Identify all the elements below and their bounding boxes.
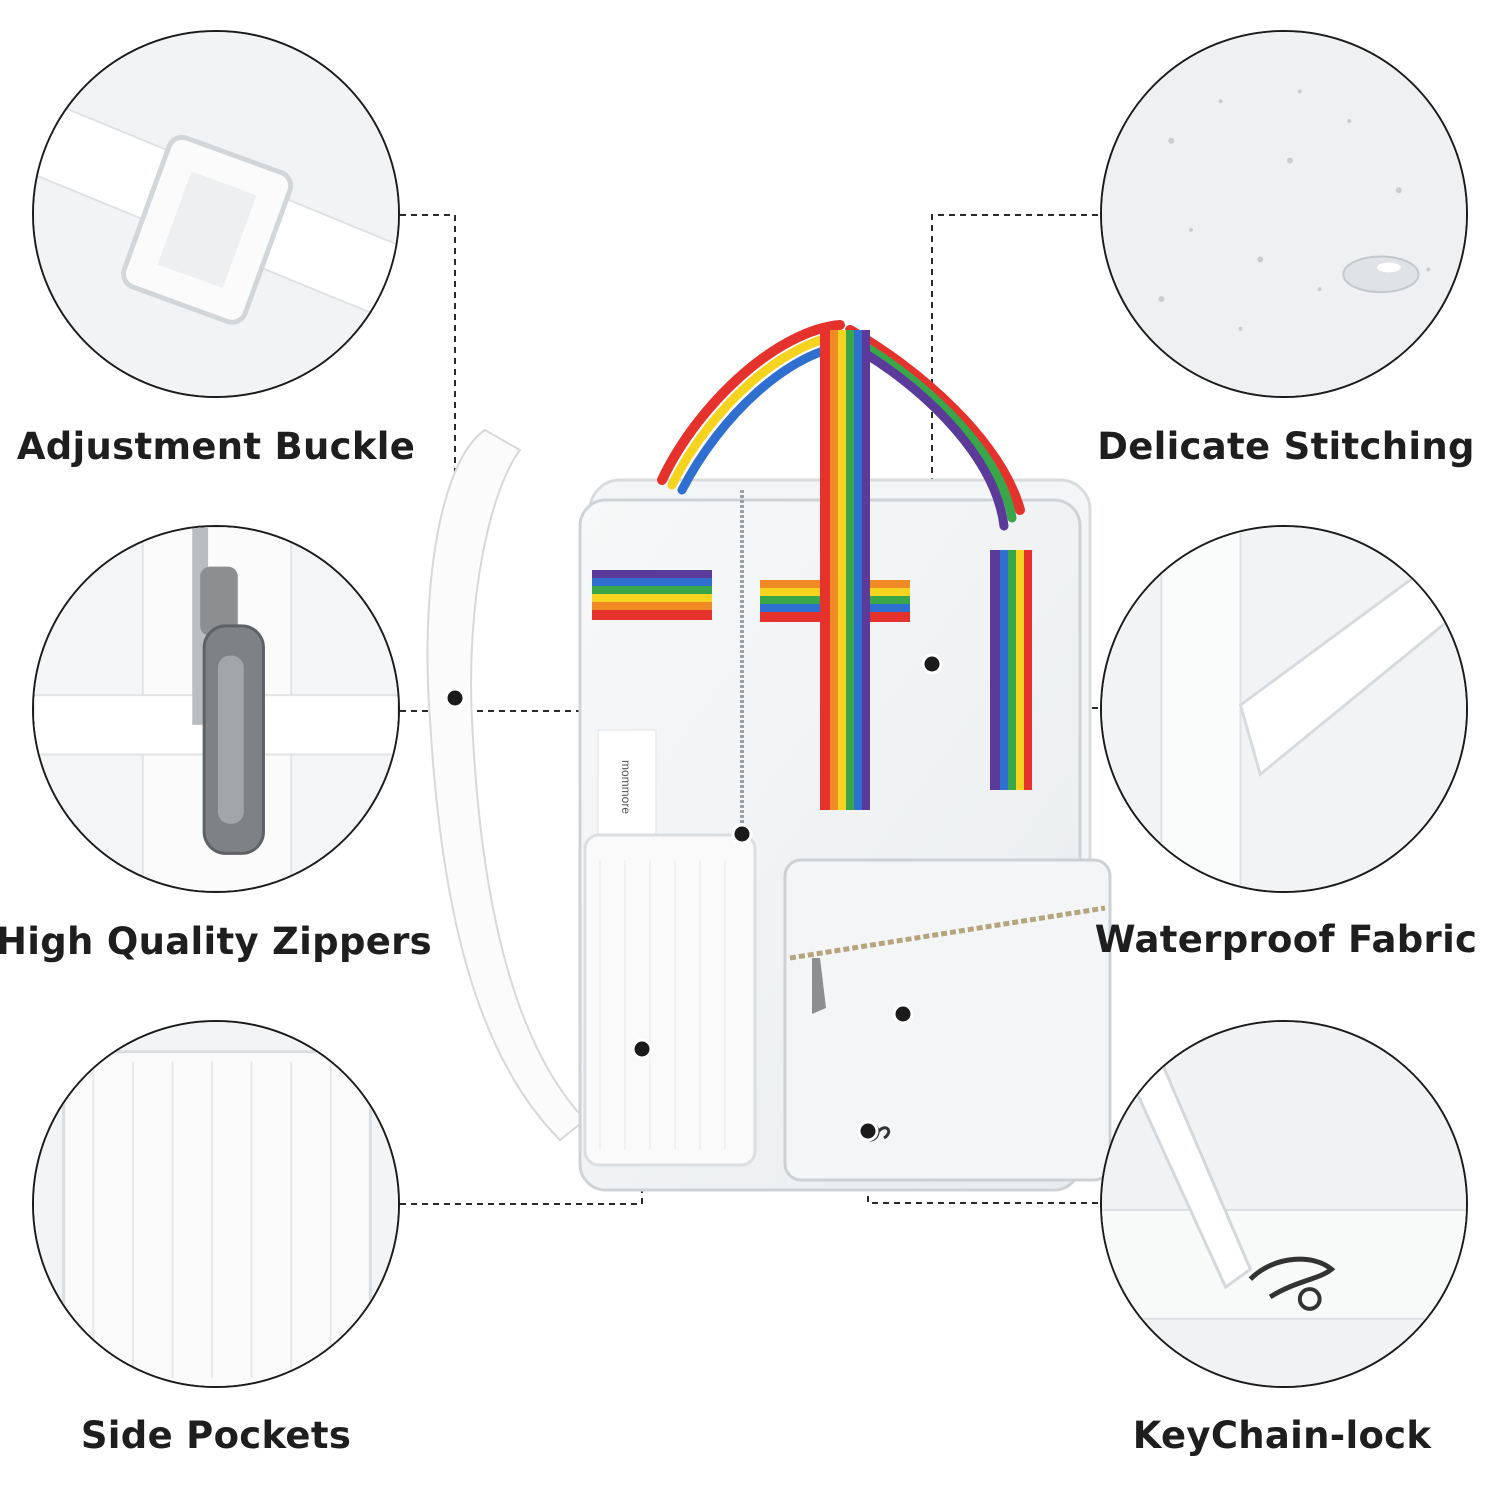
detail-circle-side-pockets — [32, 1020, 400, 1388]
hotspot-adjustment-buckle — [444, 687, 466, 709]
mesh-texture — [599, 860, 726, 1150]
clear-backpack-illustration: mommore — [426, 320, 1112, 1192]
feature-label-side-pockets: Side Pockets — [80, 1414, 352, 1457]
brand-tag-text: mommore — [619, 760, 633, 814]
feature-label-waterproof-fabric: Waterproof Fabric — [1094, 918, 1478, 961]
detail-circle-waterproof-fabric — [1100, 525, 1468, 893]
zipper-pull — [812, 958, 826, 1014]
hotspot-waterproof-fabric — [892, 1003, 914, 1025]
front-pocket-zipper — [789, 905, 1106, 961]
detail-circle-adjustment-buckle — [32, 30, 400, 398]
feature-label-high-quality-zippers: High Quality Zippers — [0, 920, 433, 963]
feature-label-keychain-lock: KeyChain-lock — [1132, 1414, 1432, 1457]
hotspot-zippers — [731, 823, 753, 845]
feature-label-adjustment-buckle: Adjustment Buckle — [16, 425, 416, 468]
shoulder-strap — [426, 428, 587, 1142]
hotspot-delicate-stitching — [921, 653, 943, 675]
rainbow-handles — [657, 320, 1025, 531]
hotspot-side-pockets — [631, 1038, 653, 1060]
detail-circle-delicate-stitching — [1100, 30, 1468, 398]
detail-circle-high-quality-zippers — [32, 525, 400, 893]
feature-label-delicate-stitching: Delicate Stitching — [1097, 425, 1475, 468]
hotspot-keychain-lock — [857, 1120, 879, 1142]
side-mesh-pocket — [583, 833, 757, 1167]
front-handle-straps — [820, 330, 1032, 810]
front-pocket — [783, 858, 1112, 1182]
detail-circle-keychain-lock — [1100, 1020, 1468, 1388]
